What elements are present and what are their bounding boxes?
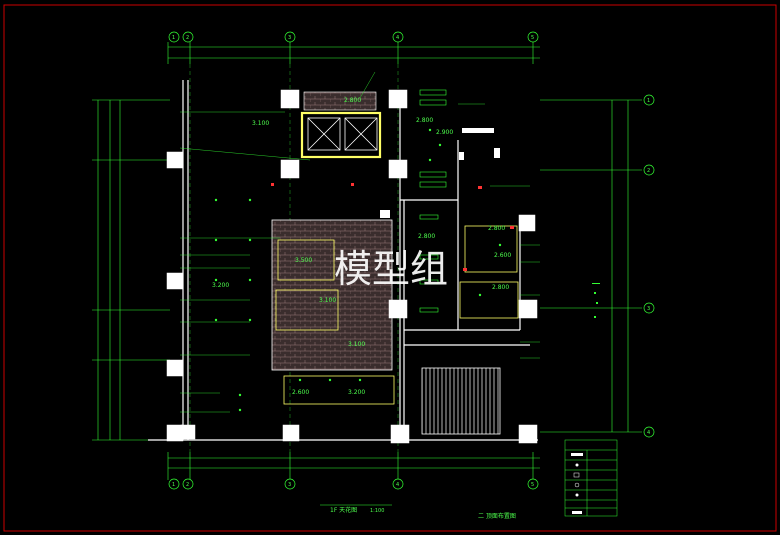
- bottom-dimensions: [167, 452, 540, 480]
- axis-label-bottom-1: 1: [172, 482, 175, 488]
- elev-tag-3: 2.900: [436, 129, 453, 136]
- axis-label-bottom-2: 2: [186, 482, 189, 488]
- elev-tag-1: 2.800: [344, 97, 361, 104]
- axis-label-bottom-3: 3: [288, 482, 291, 488]
- right-dimensions: [540, 99, 642, 433]
- downlights: [214, 128, 502, 412]
- equipment-blocks: [380, 128, 500, 218]
- linear-light-fixtures: [419, 89, 447, 313]
- drawing-title-left: 1F 天花图 1:100: [320, 504, 392, 514]
- axis-label-bottom-5: 5: [531, 482, 534, 488]
- axis-label-right-2: 2: [647, 168, 650, 174]
- legend-table: [564, 439, 618, 517]
- hatched-ceiling-area: [271, 219, 393, 371]
- elev-tag-12: 2.800: [492, 284, 509, 291]
- elev-tag-9: 2.800: [418, 233, 435, 240]
- leader-lines: [179, 71, 540, 413]
- axis-labels-top: 1 2 3 4 5: [172, 35, 534, 41]
- stair-treads: [421, 367, 501, 435]
- axis-label-right-1: 1: [647, 98, 650, 104]
- plan-walls: [148, 80, 538, 441]
- elevation-tags: 2.800 2.800 2.900 3.100 3.200 3.500 3.10…: [212, 97, 511, 396]
- elev-tag-7: 3.100: [319, 297, 336, 304]
- left-dimensions: [92, 99, 170, 441]
- watermark-text: 模型组: [334, 247, 448, 291]
- elev-tag-10: 2.800: [488, 225, 505, 232]
- axis-bubbles-top: [168, 31, 539, 43]
- title-left-scale: 1:100: [370, 508, 384, 514]
- ceiling-frames: [275, 225, 519, 405]
- elev-tag-14: 3.200: [348, 389, 365, 396]
- axis-label-right-3: 3: [647, 306, 650, 312]
- red-marks: [271, 183, 514, 271]
- axis-label-top-1: 1: [172, 35, 175, 41]
- elevator-shafts: [300, 111, 382, 159]
- structural-columns: [166, 89, 538, 444]
- axis-labels-bottom: 1 2 3 4 5: [172, 482, 534, 488]
- elev-tag-5: 3.200: [212, 282, 229, 289]
- hatched-strip-top: [303, 91, 377, 111]
- axis-bubbles-bottom: [168, 478, 539, 490]
- axis-label-right-4: 4: [647, 430, 650, 436]
- sheet-border: [3, 4, 777, 532]
- detail-markers-right: [592, 283, 600, 318]
- top-dimensions: [167, 42, 540, 64]
- axis-label-top-2: 2: [186, 35, 189, 41]
- elev-tag-11: 2.600: [494, 252, 511, 259]
- title-left-text: 1F 天花图: [330, 506, 357, 514]
- axis-label-top-5: 5: [531, 35, 534, 41]
- elev-tag-2: 2.800: [416, 117, 433, 124]
- elev-tag-8: 3.100: [348, 341, 365, 348]
- grid-lines: [189, 64, 399, 452]
- elevator-cars: [307, 117, 378, 151]
- axis-bubbles-right: [643, 94, 655, 438]
- axis-label-bottom-4: 4: [396, 482, 399, 488]
- elev-tag-13: 2.600: [292, 389, 309, 396]
- legend-symbols: [571, 453, 583, 514]
- elev-tag-4: 3.100: [252, 120, 269, 127]
- axis-label-top-4: 4: [396, 35, 399, 41]
- axis-labels-right: 1 2 3 4: [647, 98, 650, 436]
- title-center-text: 二 顶面布置图: [478, 512, 516, 520]
- axis-label-top-3: 3: [288, 35, 291, 41]
- elev-tag-6: 3.500: [295, 257, 312, 264]
